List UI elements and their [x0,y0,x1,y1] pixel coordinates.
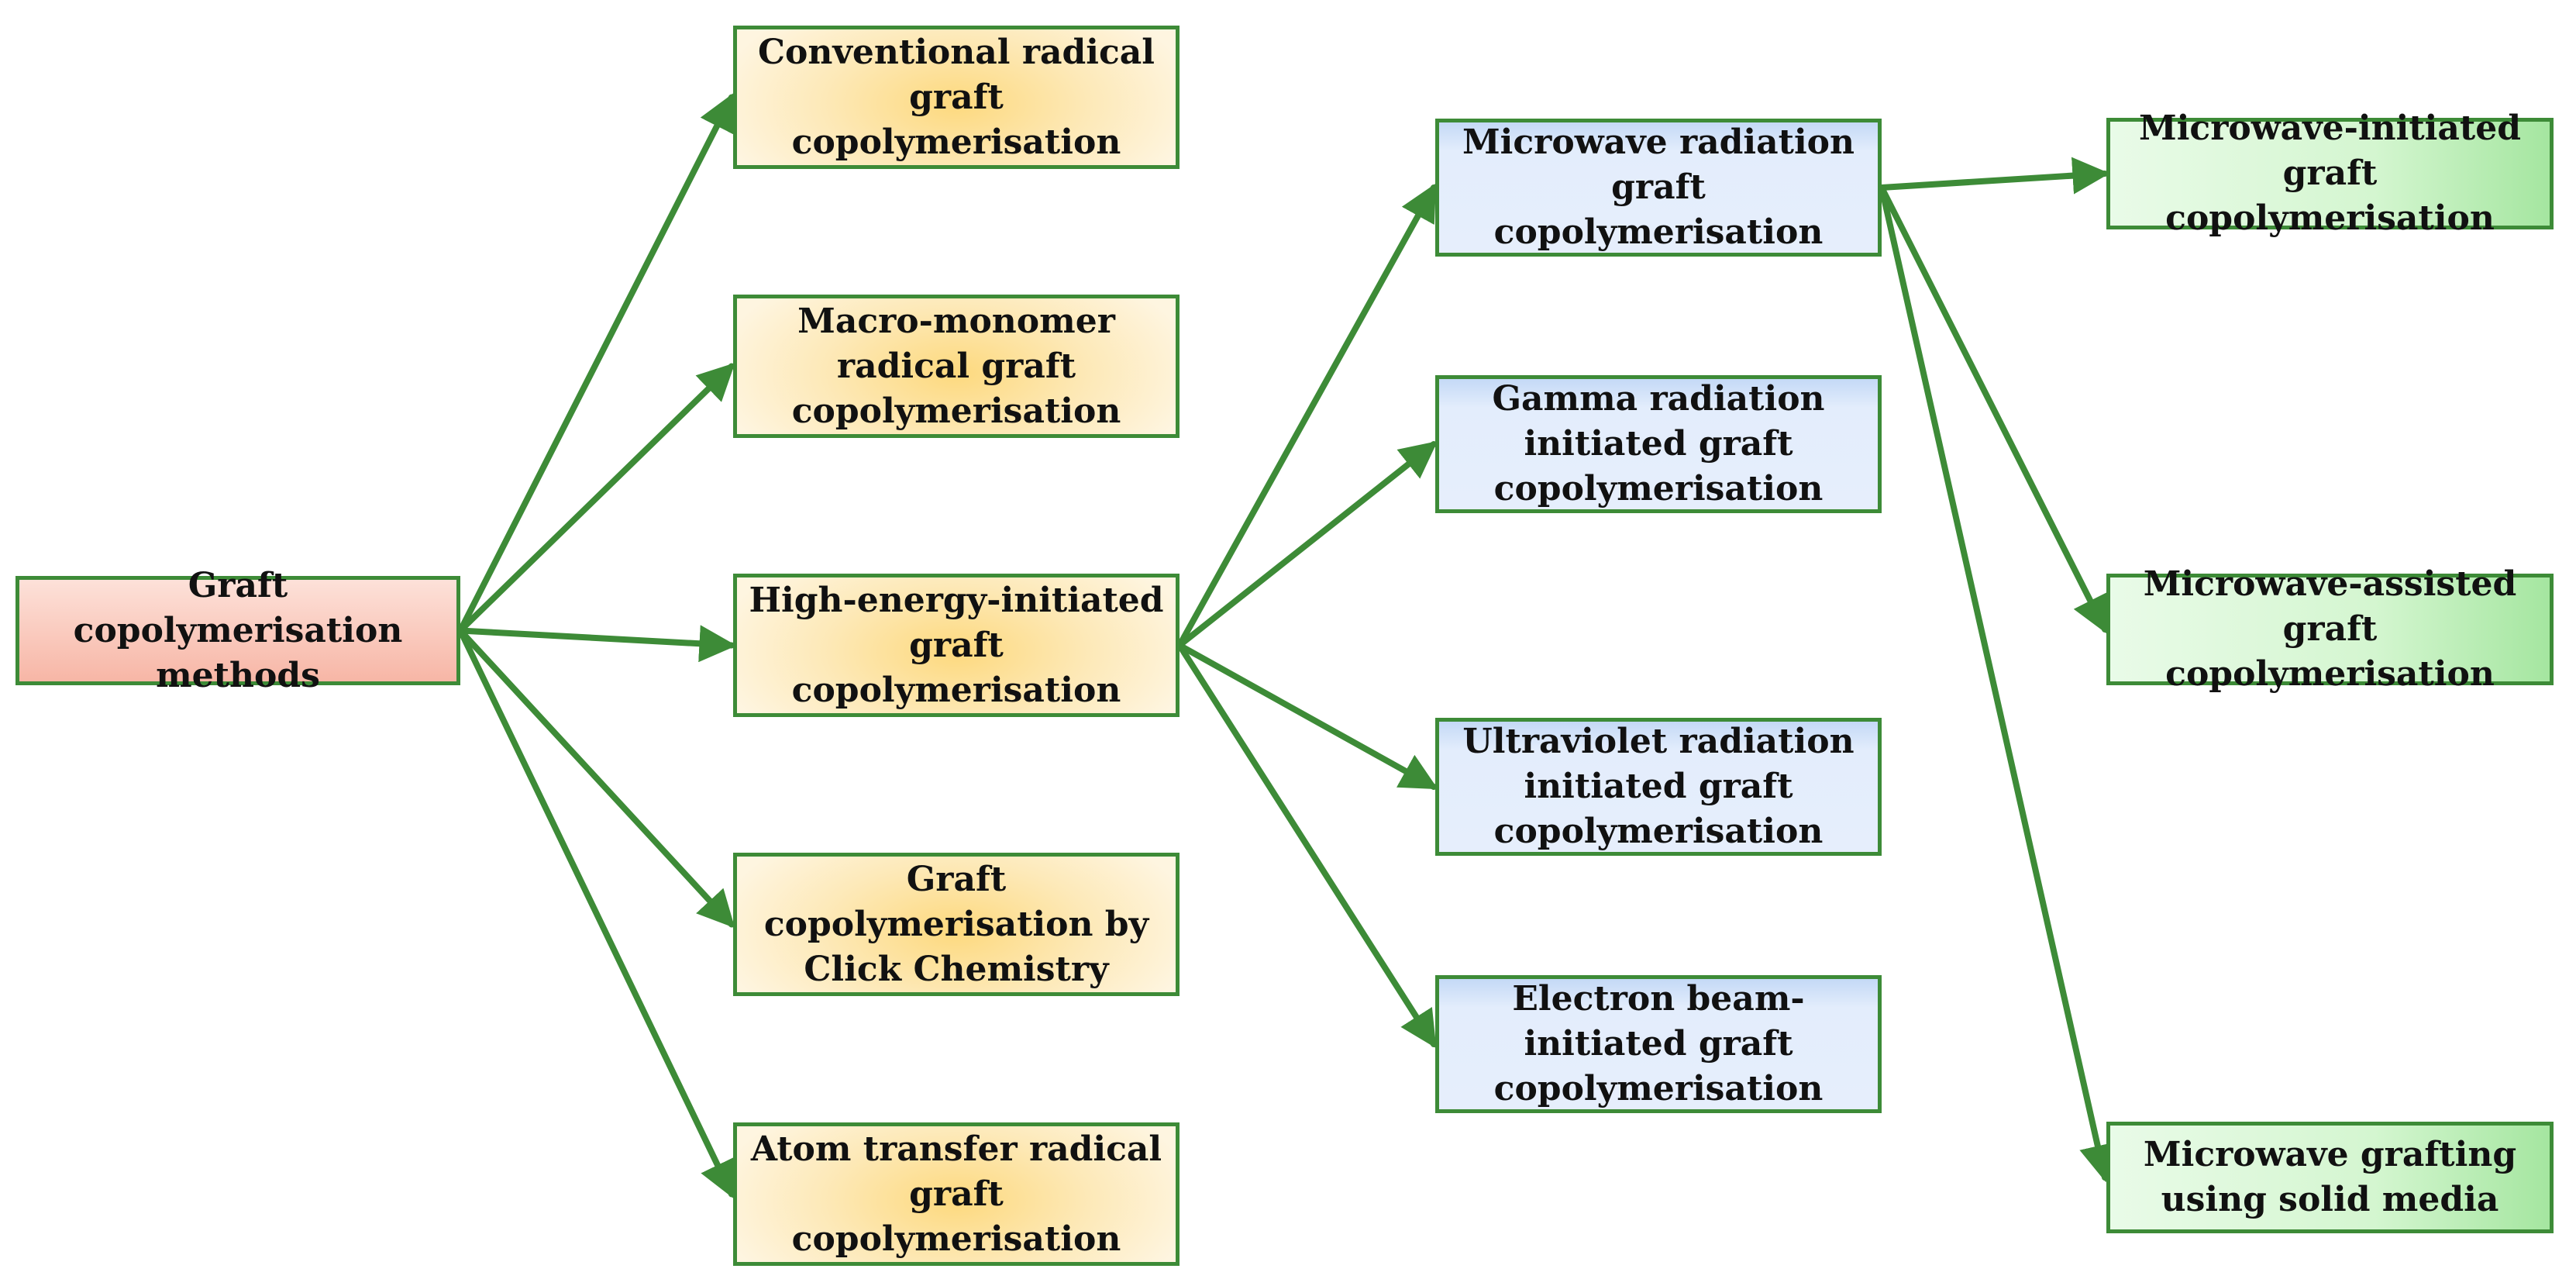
arrow-root-to-click [457,627,735,929]
ultraviolet-radiation-node-label: Ultraviolet radiation initiated graft co… [1462,722,1855,851]
arrow-high_energy-to-gamma [1176,441,1438,649]
atom-transfer-node-label: Atom transfer radical graft copolymerisa… [750,1129,1162,1259]
arrow-root-to-high_energy [457,625,737,663]
macro-node-label: Macro-monomer radical graft copolymerisa… [791,301,1121,431]
electron-beam-node-label: Electron beam-initiated graft copolymeri… [1493,979,1824,1108]
conventional-node-box: Conventional radical graft copolymerisat… [733,26,1180,169]
macro-node-box: Macro-monomer radical graft copolymerisa… [733,295,1180,438]
gamma-radiation-node-box: Gamma radiation initiated graft copolyme… [1435,375,1882,513]
conventional-node-label: Conventional radical graft copolymerisat… [757,32,1155,162]
microwave-initiated-node-box: Microwave-initiated graft copolymerisati… [2106,109,2554,238]
microwave-assisted-node-label: Microwave-assisted graft copolymerisatio… [2143,564,2517,694]
arrow-microwave_radiation-to-mw_solid [1879,184,2116,1183]
arrow-root-to-macro [457,363,735,634]
root-node-label: Graft copolymerisation methods [73,565,403,695]
high-energy-node-box: High-energy-initiated graft copolymerisa… [733,574,1180,717]
click-chemistry-node-box: Graft copolymerisation by Click Chemistr… [733,853,1180,996]
arrow-high_energy-to-microwave_radiation [1176,183,1437,649]
arrow-root-to-conventional [457,92,735,634]
root-node-box: Graft copolymerisation methods [15,566,460,695]
arrow-microwave_radiation-to-mw_initiated [1879,157,2110,195]
microwave-radiation-node-label: Microwave radiation graft copolymerisati… [1462,122,1855,252]
click-chemistry-node-label: Graft copolymerisation by Click Chemistr… [763,859,1149,989]
arrow-microwave_radiation-to-mw_assisted [1879,184,2108,634]
microwave-initiated-node-label: Microwave-initiated graft copolymerisati… [2138,109,2521,238]
microwave-radiation-node-box: Microwave radiation graft copolymerisati… [1435,119,1882,257]
arrow-high_energy-to-uv [1176,642,1438,790]
microwave-solid-media-node-box: Microwave grafting using solid media [2106,1122,2554,1233]
electron-beam-node-box: Electron beam-initiated graft copolymeri… [1435,975,1882,1113]
microwave-solid-media-node-label: Microwave grafting using solid media [2143,1135,2517,1219]
atom-transfer-node-box: Atom transfer radical graft copolymerisa… [733,1122,1180,1266]
arrow-root-to-atom [457,627,735,1199]
high-energy-node-label: High-energy-initiated graft copolymerisa… [749,580,1164,710]
microwave-assisted-node-box: Microwave-assisted graft copolymerisatio… [2106,564,2554,694]
ultraviolet-radiation-node-box: Ultraviolet radiation initiated graft co… [1435,718,1882,856]
gamma-radiation-node-label: Gamma radiation initiated graft copolyme… [1492,379,1825,509]
arrow-high_energy-to-electron [1176,642,1437,1049]
